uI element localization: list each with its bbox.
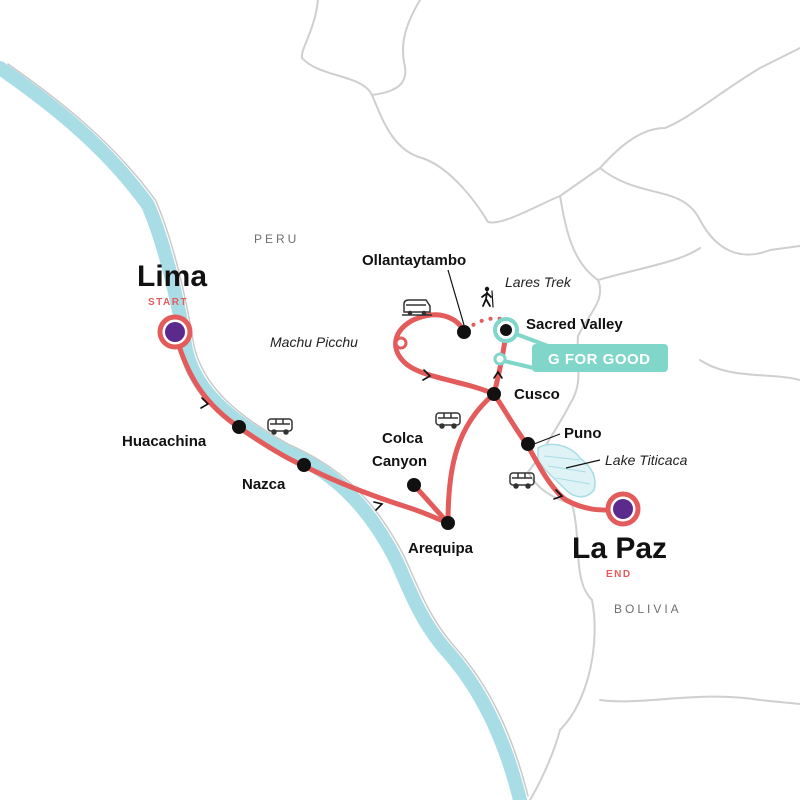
stop-arequipa: [441, 516, 455, 530]
city-label-puno: Puno: [564, 425, 602, 442]
route-lima-arequipa: [172, 329, 451, 526]
stop-sacred-valley: [500, 324, 512, 336]
country-label-peru: PERU: [254, 232, 299, 246]
city-label-machu-picchu: Machu Picchu: [270, 334, 358, 350]
callout-lines: [447, 269, 601, 469]
route-colca-spur: [411, 482, 451, 526]
arrow-1: [200, 397, 210, 409]
city-label-cusco: Cusco: [514, 386, 560, 403]
arrow-4: [493, 370, 503, 379]
border-northwest: [371, 0, 421, 96]
start-tag: START: [148, 297, 188, 308]
city-label-colca-line1: Colca: [382, 430, 424, 447]
border-chile: [599, 695, 800, 705]
arrow-3: [422, 369, 432, 381]
stop-machu-picchu: [394, 336, 408, 350]
bus-icon: [435, 412, 461, 429]
feature-label-lake-titicaca: Lake Titicaca: [605, 452, 688, 468]
arrow-5: [553, 489, 564, 500]
stop-huacachina: [232, 420, 246, 434]
border-brazil-bolivia: [599, 167, 800, 256]
route-arrows: [200, 369, 564, 511]
lake-titicaca-shape: [537, 443, 596, 498]
g-for-good-label: G FOR GOOD: [548, 351, 651, 368]
city-label-la-paz: La Paz: [572, 532, 667, 565]
callout-ollantaytambo: [447, 269, 465, 326]
stop-ollantaytambo: [457, 325, 471, 339]
stop-colca-canyon: [407, 478, 421, 492]
stop-cusco: [487, 387, 501, 401]
stops: [232, 324, 535, 530]
city-label-arequipa: Arequipa: [408, 540, 474, 557]
callout-puno: [533, 433, 561, 445]
city-label-nazca: Nazca: [242, 476, 286, 493]
city-label-ollantaytambo: Ollantaytambo: [362, 252, 466, 269]
hiker-icon: [481, 286, 494, 308]
country-label-bolivia: BOLIVIA: [614, 602, 682, 616]
stop-puno: [521, 437, 535, 451]
border-north: [300, 0, 800, 224]
route-cusco-machu-loop: [393, 312, 497, 397]
feature-label-lares-trek: Lares Trek: [505, 274, 572, 290]
border-bolivia-north: [597, 247, 701, 281]
cusco-good-ring: [493, 352, 507, 366]
bus-icon: [267, 418, 293, 435]
border-east-mid: [699, 359, 800, 381]
callout-lake-titicaca: [565, 459, 601, 469]
city-label-sacred-valley: Sacred Valley: [526, 316, 623, 333]
route-cusco-lapaz: [491, 391, 625, 513]
stop-nazca: [297, 458, 311, 472]
endpoint-start: [157, 314, 193, 350]
border-bolivia-south: [529, 503, 596, 800]
train-icon: [402, 299, 432, 316]
g-for-good-badge: G FOR GOOD: [532, 344, 668, 372]
city-label-colca-line2: Canyon: [372, 453, 427, 470]
endpoint-end: [605, 491, 641, 527]
route-arequipa-cusco: [445, 391, 497, 526]
bus-icon: [509, 472, 535, 489]
city-label-huacachina: Huacachina: [122, 433, 207, 450]
arrow-2: [373, 501, 384, 511]
end-tag: END: [606, 569, 632, 580]
city-label-lima: Lima: [137, 260, 207, 293]
coastline: [0, 61, 529, 800]
